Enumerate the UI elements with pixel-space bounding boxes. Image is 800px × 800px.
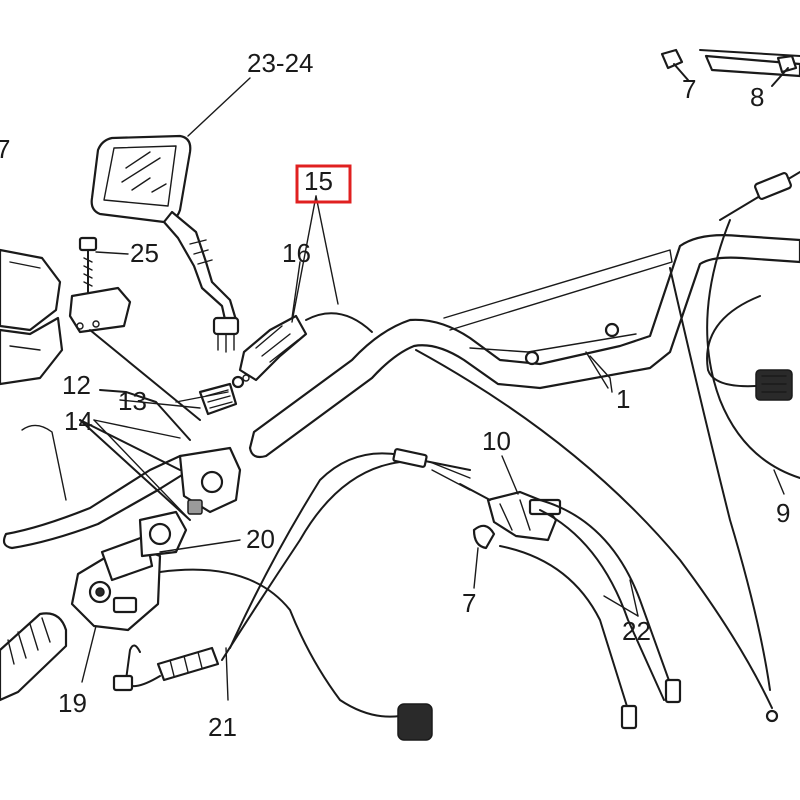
cable-21 bbox=[112, 448, 471, 741]
handlebar bbox=[248, 234, 800, 459]
connector-10 bbox=[459, 483, 682, 730]
rear-view-mirror bbox=[90, 134, 240, 353]
callout-16: 16 bbox=[282, 238, 311, 268]
callout-14: 14 bbox=[64, 406, 93, 436]
left-hand-guard bbox=[0, 248, 64, 386]
highlight-box bbox=[295, 164, 352, 204]
callout-22: 22 bbox=[622, 616, 651, 646]
throttle-grip bbox=[238, 312, 373, 382]
top-right-parts bbox=[660, 48, 800, 87]
callout-21: 21 bbox=[208, 712, 237, 742]
callout-labels: 23-24 25 15 16 12 13 14 10 1 9 20 7 22 1… bbox=[0, 48, 790, 742]
callout-13: 13 bbox=[118, 386, 147, 416]
callout-7-left: 7 bbox=[0, 134, 10, 164]
callout-7-mid: 7 bbox=[462, 588, 476, 618]
callout-10: 10 bbox=[482, 426, 511, 456]
callout-8: 8 bbox=[750, 82, 764, 112]
callout-12: 12 bbox=[62, 370, 91, 400]
leader-lines bbox=[81, 77, 785, 701]
clutch-lever bbox=[2, 329, 250, 550]
right-cables bbox=[415, 171, 800, 723]
callout-7-top: 7 bbox=[682, 74, 696, 104]
callout-23-24: 23-24 bbox=[247, 48, 314, 78]
callout-25: 25 bbox=[130, 238, 159, 268]
callout-20: 20 bbox=[246, 524, 275, 554]
bolt-25 bbox=[68, 236, 132, 334]
callout-15: 15 bbox=[304, 166, 333, 196]
left-switch-housing bbox=[0, 510, 188, 702]
callout-1: 1 bbox=[616, 384, 630, 414]
callout-19: 19 bbox=[58, 688, 87, 718]
callout-9: 9 bbox=[776, 498, 790, 528]
